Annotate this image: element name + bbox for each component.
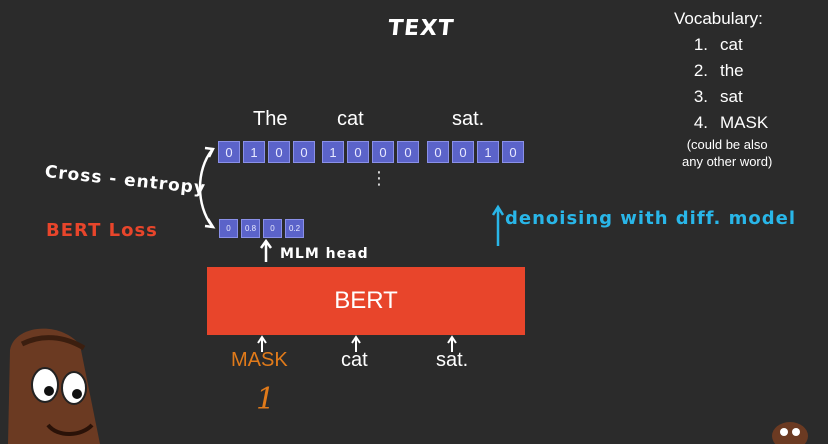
mlm-head-arrow — [259, 238, 273, 262]
vector-cell: 0 — [427, 141, 449, 163]
one-hot-vector-the: 0 1 0 0 — [218, 141, 315, 163]
denoising-label: denoising with diff. model — [505, 208, 796, 229]
mascot-character — [8, 328, 100, 444]
vocab-item: 1. cat — [674, 32, 772, 58]
vocabulary-heading: Vocabulary: — [674, 9, 763, 28]
vector-cell: 0 — [293, 141, 315, 163]
vocab-note-line: (could be also — [686, 137, 768, 152]
mlm-head-label: MLM head — [280, 246, 369, 262]
vector-cell: 0 — [347, 141, 369, 163]
input-token-sat: sat. — [436, 349, 469, 371]
vector-cell: 0 — [397, 141, 419, 163]
vector-cell: 1 — [322, 141, 344, 163]
one-hot-vector-cat: 1 0 0 0 — [322, 141, 419, 163]
vocab-note-line: any other word) — [682, 154, 773, 169]
input-token-mask: MASK — [231, 349, 288, 371]
vector-cell: 0.8 — [241, 219, 260, 238]
input-token-cat: cat — [341, 349, 368, 371]
vocab-word: the — [720, 61, 744, 80]
vocab-word: sat — [720, 87, 743, 106]
vocabulary-list: Vocabulary: 1. cat 2. the 3. sat 4. MASK (co… — [674, 6, 772, 170]
vocab-number: 3. — [693, 87, 708, 106]
vector-cell: 0 — [263, 219, 282, 238]
vector-cell: 0 — [502, 141, 524, 163]
bert-loss-label: BERT Loss — [46, 220, 158, 241]
input-arrow-mask — [257, 335, 267, 352]
vocab-word: MASK — [720, 113, 769, 132]
vocab-item: 3. sat — [674, 84, 772, 110]
vector-cell: 0 — [219, 219, 238, 238]
vector-cell: 0 — [372, 141, 394, 163]
input-arrow-sat — [447, 335, 457, 352]
vocab-item: 2. the — [674, 58, 772, 84]
arrowhead-down — [204, 218, 216, 229]
vector-cell: 1 — [243, 141, 265, 163]
vector-cell: 0 — [218, 141, 240, 163]
vector-cell: 0 — [452, 141, 474, 163]
arrowhead-up — [204, 146, 215, 158]
vocab-note: (could be also any other word) — [682, 136, 772, 170]
vector-cell: 0.2 — [285, 219, 304, 238]
mask-index-number: 1 — [256, 382, 276, 417]
bert-model-label: BERT — [334, 287, 398, 314]
vocab-number: 4. — [693, 113, 708, 132]
vocab-item: 4. MASK — [674, 110, 772, 136]
denoising-arrow — [491, 204, 505, 246]
cross-entropy-double-arrow — [198, 149, 214, 227]
target-word-the: The — [253, 108, 288, 130]
bert-model-box: BERT — [207, 267, 525, 335]
ellipsis: ⋮ — [370, 168, 388, 189]
vocab-word: cat — [720, 35, 743, 54]
vector-cell: 0 — [268, 141, 290, 163]
small-mascot-icon — [772, 422, 808, 444]
predicted-probability-vector: 0 0.8 0 0.2 — [219, 219, 304, 238]
target-word-cat: cat — [337, 108, 364, 130]
vocab-number: 1. — [693, 35, 708, 54]
vocab-number: 2. — [693, 61, 708, 80]
input-arrow-cat — [351, 335, 361, 352]
vector-cell: 1 — [477, 141, 499, 163]
target-word-sat: sat. — [452, 108, 485, 130]
one-hot-vector-sat: 0 0 1 0 — [427, 141, 524, 163]
